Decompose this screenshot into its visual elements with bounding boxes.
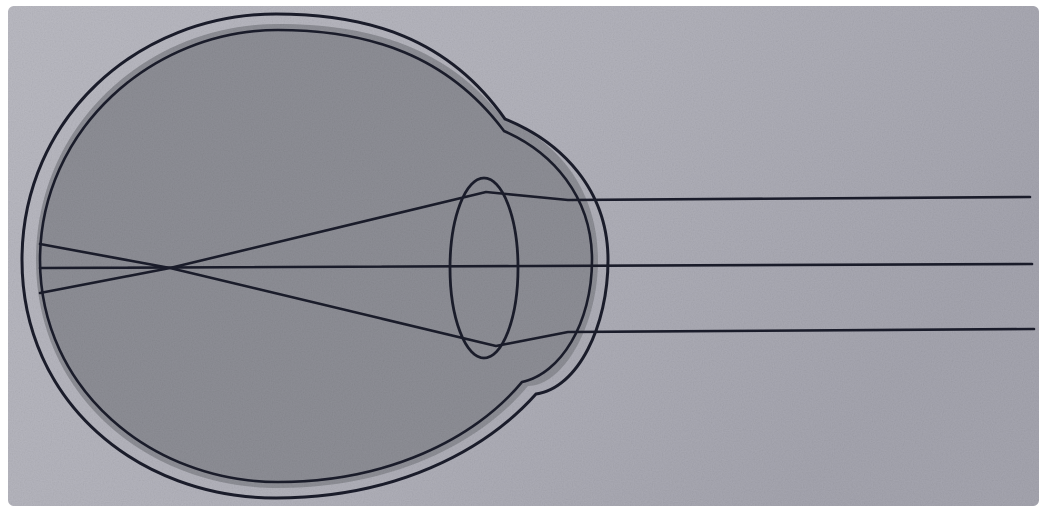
eye-diagram-svg bbox=[8, 6, 1039, 506]
eye-diagram-figure bbox=[8, 6, 1039, 506]
